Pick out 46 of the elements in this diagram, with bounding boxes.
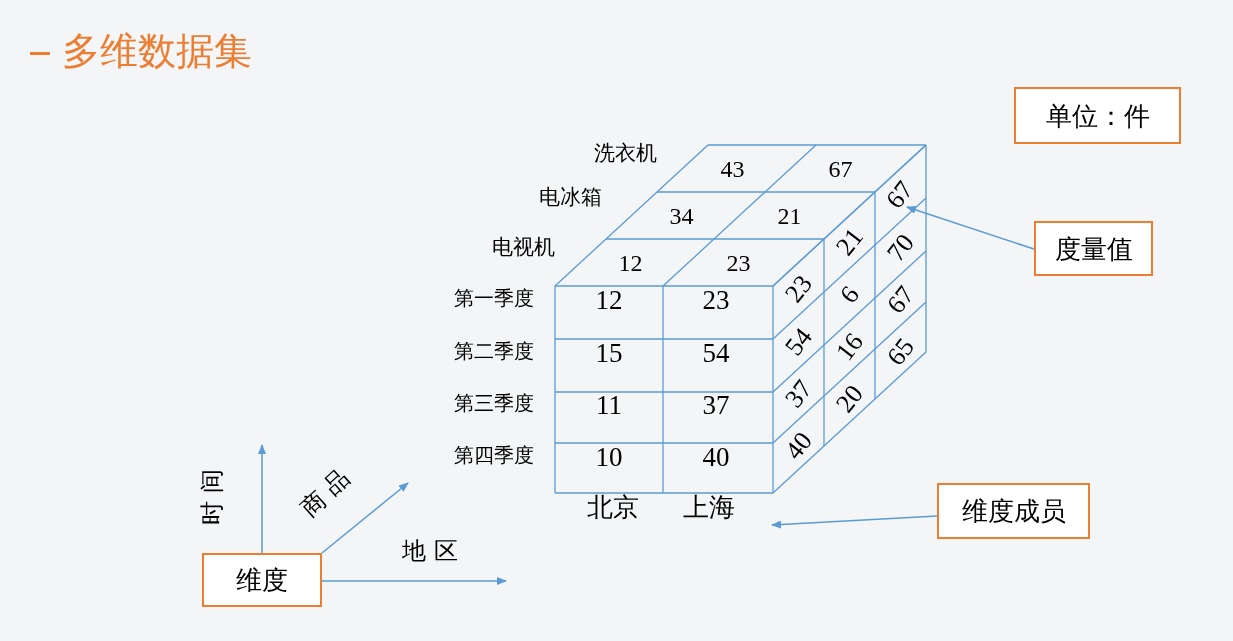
- product-label: 电冰箱: [538, 186, 602, 208]
- arrow: [321, 577, 507, 585]
- cell-value: 15: [595, 339, 623, 367]
- cell-value: 23: [726, 250, 751, 275]
- callout-box: 度量值: [1034, 221, 1153, 276]
- cell-value: 10: [595, 443, 623, 471]
- city-label: 北京: [587, 495, 639, 521]
- cell-value: 11: [596, 391, 622, 419]
- cell-value: 67: [880, 175, 920, 215]
- cell-value: 54: [780, 323, 817, 360]
- cell-value: 54: [702, 339, 730, 367]
- cell-value: 37: [780, 375, 817, 412]
- cell-value: 21: [777, 203, 802, 228]
- unit-box: 单位：件: [1014, 87, 1181, 144]
- quarter-label: 第一季度: [454, 288, 534, 308]
- cell-value: 40: [780, 427, 817, 464]
- cell-value: 40: [702, 443, 730, 471]
- cell-value: 23: [780, 270, 817, 307]
- leader-line: [771, 515, 938, 529]
- cell-value: 70: [882, 229, 919, 266]
- cell-value: 67: [882, 281, 919, 318]
- cell-value: 43: [720, 156, 745, 181]
- product-label: 洗衣机: [593, 142, 657, 164]
- city-label: 上海: [683, 495, 735, 521]
- quarter-label: 第三季度: [454, 393, 534, 413]
- leader-line: [905, 206, 1035, 250]
- cell-value: 21: [831, 223, 868, 260]
- cell-value: 23: [702, 286, 730, 314]
- quarter-label: 第二季度: [454, 341, 534, 361]
- callout-box: 维度成员: [937, 483, 1090, 539]
- cell-value: 65: [882, 333, 919, 370]
- cell-value: 34: [669, 203, 694, 228]
- product-label: 电视机: [491, 236, 555, 258]
- arrow: [258, 444, 266, 554]
- cell-value: 37: [702, 391, 730, 419]
- cell-value: 6: [835, 281, 864, 308]
- dimension-box: 维度: [202, 553, 322, 607]
- edge-label: 地 区: [400, 538, 460, 564]
- arrow: [321, 482, 409, 554]
- cell-value: 16: [831, 328, 868, 365]
- cell-value: 12: [595, 286, 623, 314]
- quarter-label: 第四季度: [454, 445, 534, 465]
- cell-value: 67: [828, 156, 853, 181]
- cell-value: 20: [831, 380, 868, 417]
- title: 多维数据集: [62, 32, 252, 70]
- cell-value: 12: [618, 250, 643, 275]
